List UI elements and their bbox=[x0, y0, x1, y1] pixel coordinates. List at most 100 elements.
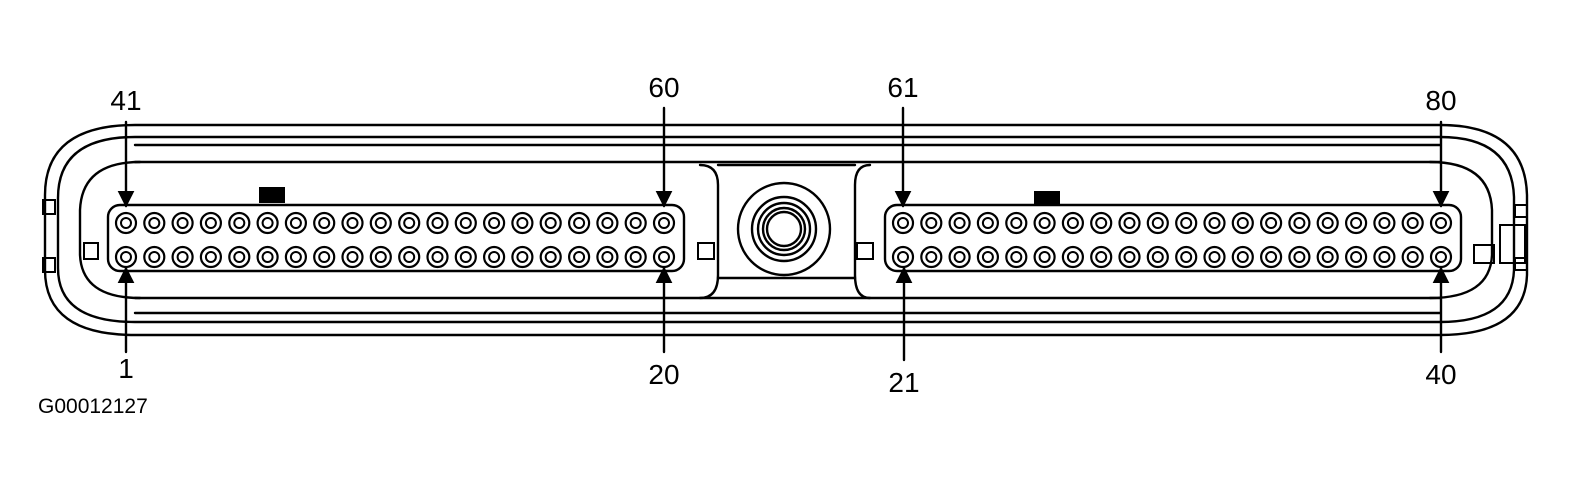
pin-60-socket bbox=[658, 217, 670, 229]
pin-14 bbox=[483, 245, 506, 269]
pin-25 bbox=[1005, 245, 1028, 269]
pin-50-socket bbox=[374, 217, 387, 229]
pin-50 bbox=[369, 211, 392, 235]
pin-28 bbox=[1090, 245, 1113, 269]
pin-24 bbox=[976, 245, 1000, 269]
pin-74 bbox=[1259, 211, 1283, 235]
pin-4 bbox=[199, 245, 222, 269]
pin-15-socket bbox=[516, 251, 529, 263]
pin-78-socket bbox=[1378, 217, 1391, 229]
pin-11-socket bbox=[403, 251, 416, 263]
pin-33-socket bbox=[1236, 251, 1249, 263]
pin-43-socket bbox=[176, 217, 189, 229]
pin-59 bbox=[624, 211, 647, 235]
pin-5-socket bbox=[233, 251, 246, 263]
pin-73 bbox=[1231, 211, 1254, 235]
pin-23-socket bbox=[953, 251, 966, 263]
pin-52 bbox=[426, 211, 449, 235]
pin-75-socket bbox=[1293, 217, 1306, 229]
pin-72 bbox=[1203, 211, 1226, 235]
pin-68 bbox=[1090, 211, 1113, 235]
pin-70 bbox=[1146, 211, 1169, 235]
pin-41-socket bbox=[120, 217, 132, 229]
pin-10 bbox=[369, 245, 392, 269]
pin-26-socket bbox=[1038, 251, 1051, 263]
pin-45 bbox=[228, 211, 251, 235]
pin-80 bbox=[1429, 211, 1453, 235]
label-40: 40 bbox=[1425, 359, 1456, 390]
pin-24-socket bbox=[981, 251, 994, 263]
pin-7-socket bbox=[289, 251, 302, 263]
pin-3-socket bbox=[176, 251, 189, 263]
pin-22 bbox=[920, 245, 943, 269]
pin-17-socket bbox=[573, 251, 586, 263]
pin-76-socket bbox=[1321, 217, 1334, 229]
pin-27-socket bbox=[1066, 251, 1079, 263]
pin-1-socket bbox=[120, 251, 132, 263]
pin-14-socket bbox=[488, 251, 501, 263]
pin-71 bbox=[1175, 211, 1198, 235]
pin-49 bbox=[341, 211, 364, 235]
pin-46-socket bbox=[261, 217, 274, 229]
pin-79 bbox=[1401, 211, 1424, 235]
pin-13-socket bbox=[459, 251, 472, 263]
pin-16 bbox=[539, 245, 562, 269]
pin-37 bbox=[1344, 245, 1368, 269]
pin-57 bbox=[567, 211, 591, 235]
pin-49-socket bbox=[346, 217, 359, 229]
label-1: 1 bbox=[118, 353, 134, 384]
pin-47 bbox=[284, 211, 307, 235]
pin-6-socket bbox=[261, 251, 274, 263]
pin-9 bbox=[341, 245, 364, 269]
pin-45-socket bbox=[233, 217, 246, 229]
pin-42-socket bbox=[148, 217, 161, 229]
pin-77-socket bbox=[1350, 217, 1363, 229]
pin-39-socket bbox=[1406, 251, 1419, 263]
pin-62 bbox=[920, 211, 943, 235]
pin-16-socket bbox=[544, 251, 557, 263]
pin-27 bbox=[1061, 245, 1085, 269]
pin-65 bbox=[1005, 211, 1028, 235]
right-key bbox=[1034, 191, 1060, 205]
pin-33 bbox=[1231, 245, 1254, 269]
pin-11 bbox=[398, 245, 421, 269]
pin-39 bbox=[1401, 245, 1424, 269]
pin-58-socket bbox=[601, 217, 614, 229]
pin-55 bbox=[511, 211, 534, 235]
pin-80-socket bbox=[1435, 217, 1447, 229]
pin-48 bbox=[313, 211, 336, 235]
pin-3 bbox=[171, 245, 194, 269]
pin-76 bbox=[1316, 211, 1339, 235]
pin-2-socket bbox=[148, 251, 161, 263]
pin-71-socket bbox=[1180, 217, 1193, 229]
right-pin-block bbox=[883, 203, 1463, 273]
pin-10-socket bbox=[374, 251, 387, 263]
pin-6 bbox=[256, 245, 279, 269]
pin-22-socket bbox=[925, 251, 938, 263]
label-41: 41 bbox=[110, 85, 141, 116]
pin-67-socket bbox=[1066, 217, 1079, 229]
pin-grid bbox=[114, 211, 1453, 269]
pin-61-socket bbox=[897, 217, 909, 229]
pin-5 bbox=[228, 245, 251, 269]
label-21: 21 bbox=[888, 367, 919, 398]
pin-callout-arrows bbox=[117, 106, 1450, 362]
pin-61 bbox=[891, 211, 915, 235]
pin-62-socket bbox=[925, 217, 938, 229]
pin-52-socket bbox=[431, 217, 444, 229]
pin-28-socket bbox=[1095, 251, 1108, 263]
pin-15 bbox=[511, 245, 534, 269]
pin-32-socket bbox=[1208, 251, 1221, 263]
pin-56-socket bbox=[544, 217, 557, 229]
pin-63 bbox=[948, 211, 971, 235]
pin-56 bbox=[539, 211, 562, 235]
pin-54-socket bbox=[488, 217, 501, 229]
pin-37-socket bbox=[1350, 251, 1363, 263]
pin-8-socket bbox=[318, 251, 331, 263]
pin-2 bbox=[143, 245, 166, 269]
pin-30-socket bbox=[1151, 251, 1164, 263]
pin-58 bbox=[596, 211, 619, 235]
pin-19-socket bbox=[629, 251, 642, 263]
label-61: 61 bbox=[887, 72, 918, 103]
pin-19 bbox=[624, 245, 647, 269]
